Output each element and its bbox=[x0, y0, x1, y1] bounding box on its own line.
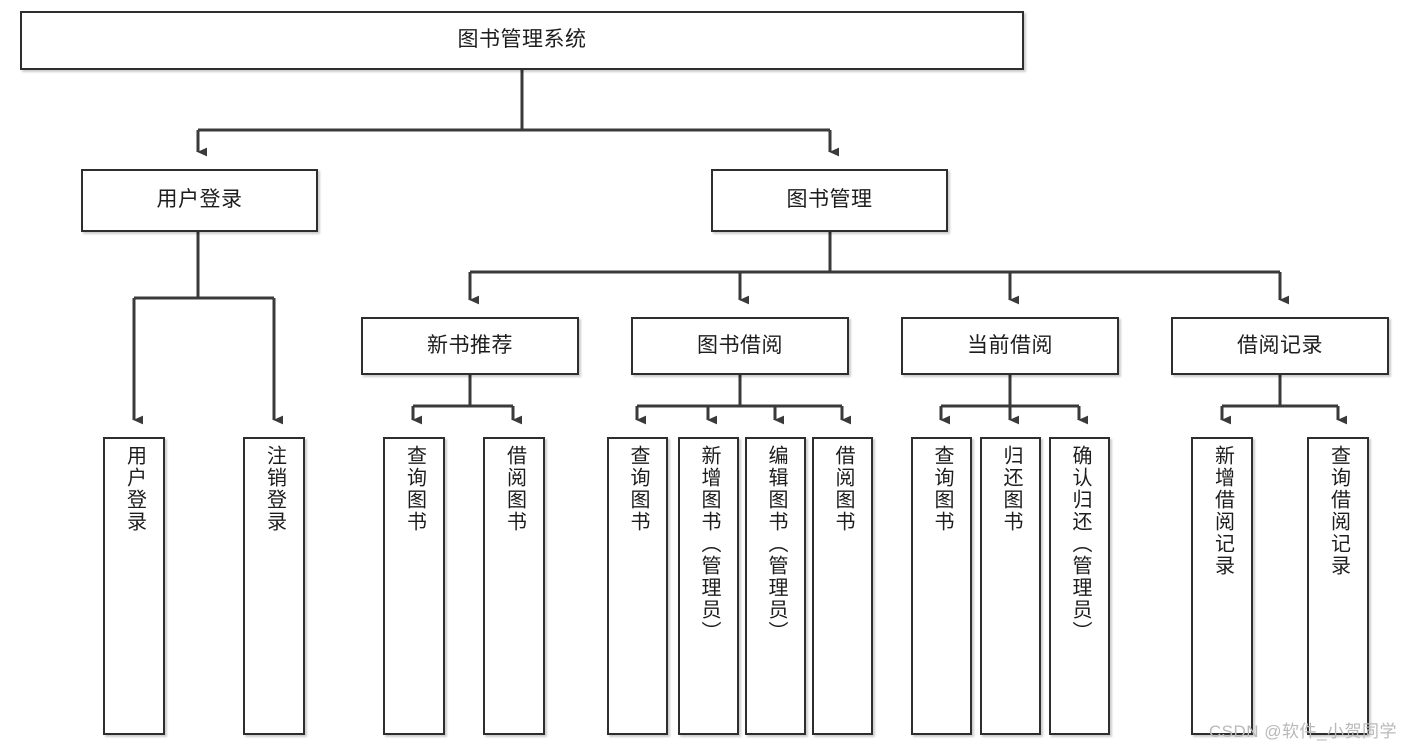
node-leaf-add-borrow-record-label: 新增借阅记录 bbox=[1211, 445, 1234, 577]
node-leaf-borrow-book[interactable]: 借阅图书 bbox=[812, 437, 873, 735]
node-leaf-query-book-borrow[interactable]: 查询图书 bbox=[607, 437, 668, 735]
node-leaf-return-book-label: 归还图书 bbox=[1000, 445, 1022, 533]
node-current-borrow[interactable]: 当前借阅 bbox=[901, 317, 1119, 375]
node-current-borrow-label: 当前借阅 bbox=[967, 333, 1053, 357]
node-leaf-edit-book-admin-label: 编辑图书（管理员） bbox=[765, 445, 787, 643]
node-leaf-user-login-label: 用户登录 bbox=[123, 445, 146, 533]
node-book-borrow[interactable]: 图书借阅 bbox=[631, 317, 849, 375]
node-leaf-add-book-admin[interactable]: 新增图书（管理员） bbox=[678, 437, 739, 735]
node-leaf-user-login[interactable]: 用户登录 bbox=[103, 437, 165, 735]
node-leaf-query-book-current-label: 查询图书 bbox=[931, 445, 953, 533]
node-leaf-borrow-book-recommend-label: 借阅图书 bbox=[503, 445, 526, 533]
node-leaf-query-borrow-record-label: 查询借阅记录 bbox=[1327, 445, 1350, 577]
node-book-management[interactable]: 图书管理 bbox=[711, 169, 948, 232]
node-leaf-confirm-return-admin[interactable]: 确认归还（管理员） bbox=[1049, 437, 1110, 735]
node-leaf-confirm-return-admin-label: 确认归还（管理员） bbox=[1069, 445, 1091, 643]
node-new-book-recommend[interactable]: 新书推荐 bbox=[361, 317, 579, 375]
node-book-management-label: 图书管理 bbox=[786, 188, 873, 212]
node-book-borrow-label: 图书借阅 bbox=[697, 333, 783, 357]
node-borrow-record[interactable]: 借阅记录 bbox=[1171, 317, 1389, 375]
node-leaf-borrow-book-recommend[interactable]: 借阅图书 bbox=[483, 437, 545, 735]
node-leaf-query-book-current[interactable]: 查询图书 bbox=[911, 437, 972, 735]
node-leaf-query-borrow-record[interactable]: 查询借阅记录 bbox=[1307, 437, 1369, 735]
node-leaf-logout[interactable]: 注销登录 bbox=[243, 437, 305, 735]
node-leaf-query-book-borrow-label: 查询图书 bbox=[627, 445, 649, 533]
node-leaf-query-book-recommend-label: 查询图书 bbox=[403, 445, 426, 533]
node-leaf-edit-book-admin[interactable]: 编辑图书（管理员） bbox=[745, 437, 806, 735]
node-leaf-query-book-recommend[interactable]: 查询图书 bbox=[383, 437, 445, 735]
node-user-login-label: 用户登录 bbox=[156, 188, 243, 212]
node-leaf-borrow-book-label: 借阅图书 bbox=[832, 445, 854, 533]
node-new-book-recommend-label: 新书推荐 bbox=[427, 333, 513, 357]
node-leaf-logout-label: 注销登录 bbox=[263, 445, 286, 533]
node-borrow-record-label: 借阅记录 bbox=[1237, 333, 1323, 357]
node-user-login[interactable]: 用户登录 bbox=[81, 169, 318, 232]
node-leaf-add-book-admin-label: 新增图书（管理员） bbox=[698, 445, 720, 643]
node-root-book-management-system[interactable]: 图书管理系统 bbox=[20, 11, 1024, 70]
node-root-label: 图书管理系统 bbox=[457, 28, 587, 52]
node-leaf-return-book[interactable]: 归还图书 bbox=[980, 437, 1041, 735]
node-leaf-add-borrow-record[interactable]: 新增借阅记录 bbox=[1191, 437, 1253, 735]
